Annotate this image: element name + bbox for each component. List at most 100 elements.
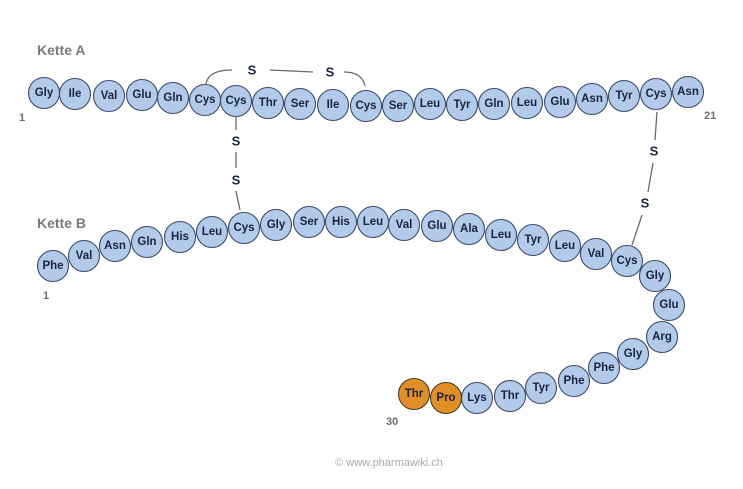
bond-a7-b7-bottom (235, 190, 241, 211)
chain-b-residue-22: Arg (645, 320, 679, 354)
chain-b-residue-30: Thr (397, 377, 431, 411)
chain-a-residue-circle (349, 89, 383, 123)
chain-b-residue-circle (638, 259, 672, 293)
chain-b-residue-16: Tyr (516, 223, 550, 257)
chain-b-residue-label: His (332, 216, 350, 228)
chain-b-residue-label: Gln (137, 236, 156, 248)
chain-a-residue-label: Ile (69, 88, 82, 100)
chain-a-residue-14: Tyr (445, 88, 479, 122)
bond-a6-a11-right (343, 71, 366, 87)
chain-a-residue-label: Ser (389, 100, 408, 112)
chain-b-residue-circle (195, 215, 229, 249)
chain-b-residue-label: Glu (659, 299, 678, 311)
chain-b-residue-label: His (171, 231, 189, 243)
chain-a-residue-label: Leu (517, 97, 537, 109)
chain-b-residue-2: Val (67, 239, 101, 273)
chain-b-residue-28: Lys (460, 381, 494, 415)
chain-a-residue-circle (251, 86, 285, 120)
chain-b-residue-circle (397, 377, 431, 411)
chain-b-residue-14: Ala (452, 212, 486, 246)
chain-a-residue-6: Cys (188, 83, 222, 117)
bond-a20-b19-top (654, 111, 658, 141)
chain-a-residue-16: Leu (510, 86, 544, 120)
chain-b-residue-18: Val (579, 237, 613, 271)
chain-b-residue-circle (429, 381, 463, 415)
chain-b-residue-label: Leu (363, 216, 383, 228)
chain-b-residue-7: Cys (227, 211, 261, 245)
chain-b-residue-9: Ser (292, 205, 326, 239)
chain-b-residue-12: Val (387, 208, 421, 242)
chain-a-residue-12: Ser (381, 89, 415, 123)
sulfur-a20: S (650, 144, 659, 159)
chain-b-residue-label: Phe (42, 260, 63, 272)
chain-b-residue-label: Leu (202, 226, 222, 238)
chain-a-residue-18: Asn (575, 82, 609, 116)
chain-a-residue-label: Ser (291, 98, 310, 110)
chain-b-residue-circle (610, 244, 644, 278)
chain-a-residue-19: Tyr (607, 79, 641, 113)
chain-a-residue-label: Gln (163, 92, 182, 104)
chain-b-residue-circle (587, 351, 621, 385)
chain-a-residue-circle (671, 75, 705, 109)
chain-b-residue-label: Ala (460, 223, 479, 235)
chain-b-residue-label: Tyr (532, 382, 550, 394)
chain-b-residue-circle (163, 220, 197, 254)
chain-b-residue-circle (524, 371, 558, 405)
chain-b-residue-6: Leu (195, 215, 229, 249)
chain-b-residue-circle (516, 223, 550, 257)
chain-b-residue-label: Gly (646, 270, 665, 282)
chain-b-residue-21: Glu (652, 288, 686, 322)
chain-b-label: Kette B (37, 215, 86, 231)
chain-a-residue-10: Ile (316, 88, 350, 122)
bond-a6-a11-left (205, 69, 233, 85)
chain-a-residue-circle (477, 87, 511, 121)
chain-a-residue-label: Val (101, 90, 118, 102)
chain-a-residue-circle (381, 89, 415, 123)
chain-b-residue-circle (387, 208, 421, 242)
bond-a20-b19-middle (647, 162, 654, 193)
chain-b-residue-label: Arg (652, 331, 672, 343)
sulfur-a11: S (326, 65, 335, 80)
chain-b-residue-23: Gly (616, 337, 650, 371)
chain-b-residue-label: Pro (436, 392, 455, 404)
chain-b-residue-19: Cys (610, 244, 644, 278)
chain-b-residue-circle (645, 320, 679, 354)
bond-a20-b19-bottom (631, 214, 643, 246)
chain-a-residue-label: Ile (327, 99, 340, 111)
chain-a-end-number: 21 (704, 110, 716, 122)
chain-a-label: Kette A (37, 42, 86, 58)
chain-b-residue-label: Tyr (524, 234, 542, 246)
chain-b-residue-label: Phe (563, 375, 584, 387)
chain-b-residue-circle (130, 225, 164, 259)
chain-b-residue-20: Gly (638, 259, 672, 293)
chain-a-residue-circle (58, 77, 92, 111)
chain-a-residue-21: Asn (671, 75, 705, 109)
chain-a-residue-circle (413, 87, 447, 121)
chain-b-residue-17: Leu (548, 229, 582, 263)
chain-b-residue-label: Thr (405, 388, 424, 400)
chain-b-residue-circle (292, 205, 326, 239)
chain-a-residue-3: Val (92, 79, 126, 113)
chain-a-residue-15: Gln (477, 87, 511, 121)
chain-a-residue-circle (445, 88, 479, 122)
chain-a-residue-circle (156, 81, 190, 115)
chain-b-residue-circle (616, 337, 650, 371)
chain-b-residue-label: Asn (104, 240, 126, 252)
chain-b-residue-label: Ser (300, 216, 319, 228)
chain-a-residue-circle (607, 79, 641, 113)
chain-b-residue-3: Asn (98, 229, 132, 263)
sulfur-b7: S (232, 173, 241, 188)
chain-b-residue-circle (324, 205, 358, 239)
chain-b-residue-circle (420, 209, 454, 243)
chain-b-residue-label: Val (76, 250, 93, 262)
chain-a-residue-label: Leu (420, 98, 440, 110)
chain-b-residue-label: Lys (467, 392, 486, 404)
chain-a-residue-label: Asn (677, 86, 699, 98)
chain-b-residue-label: Gly (624, 348, 643, 360)
chain-b-start-number: 1 (43, 290, 49, 302)
chain-a-residue-circle (283, 87, 317, 121)
chain-b-residue-circle (579, 237, 613, 271)
chain-a-start-number: 1 (19, 112, 25, 124)
